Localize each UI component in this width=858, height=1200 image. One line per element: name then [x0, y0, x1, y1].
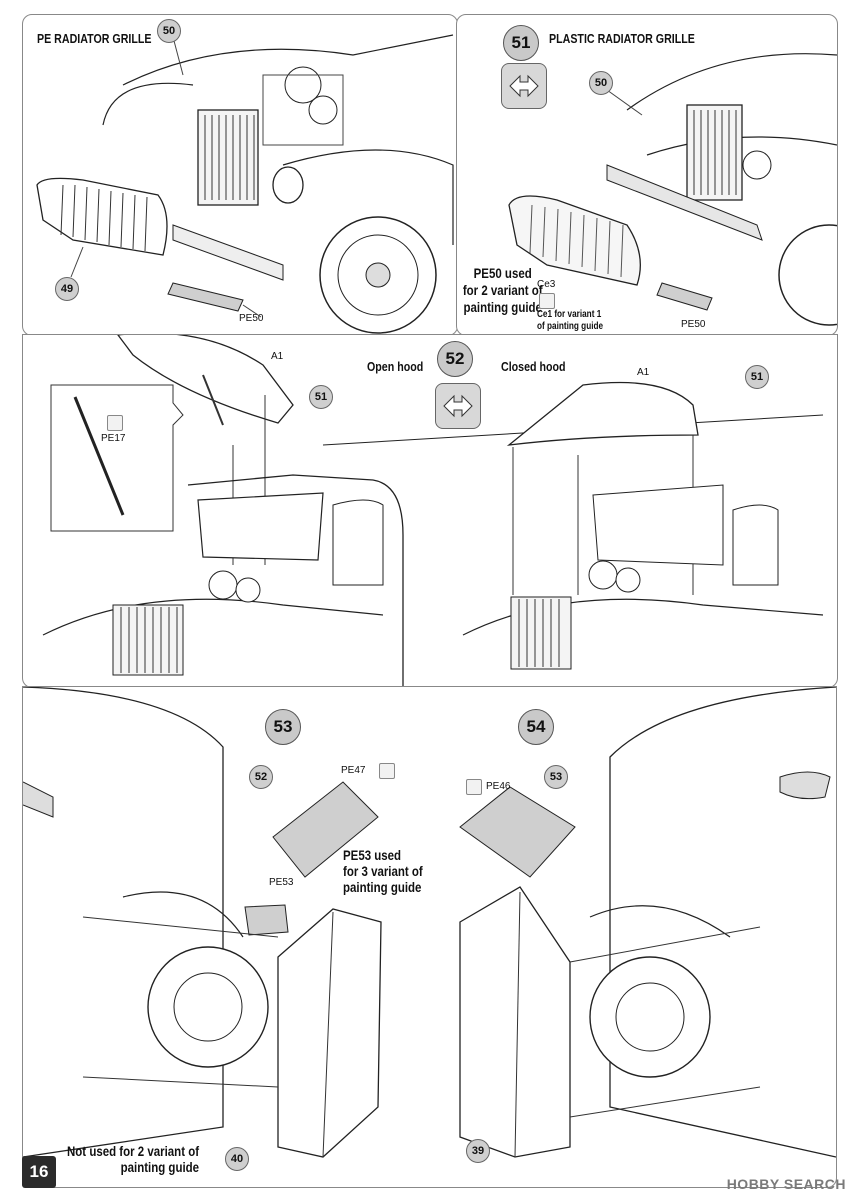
watermark-hobby-search: HOBBY SEARCH [726, 1176, 846, 1192]
note-line-1: PE50 used [473, 265, 532, 281]
label-closed-hood: Closed hood [501, 359, 566, 374]
part-label-pe47: PE47 [341, 765, 366, 776]
pe-sheet-icon [107, 415, 123, 431]
note-line-2: for 2 variant of [462, 282, 543, 298]
hood-assembly-illustration [42, 335, 824, 687]
part-label-a1-left: A1 [271, 351, 284, 362]
step-number-51: 51 [503, 25, 539, 61]
panel-pe-radiator-grille: PE RADIATOR GRILLE 50 49 PE50 [22, 14, 458, 336]
footnote-line-2: painting guide [120, 1159, 200, 1175]
footnote-line-1: Not used for 2 variant of [67, 1143, 200, 1159]
cab-door-illustration-54 [459, 687, 836, 1158]
variant-swap-icon [501, 63, 547, 109]
step-number-52: 52 [437, 341, 473, 377]
ce1-note-line-2: of painting guide [537, 321, 604, 332]
panel-hood-options: A1 51 PE17 Open hood 52 Closed hood A1 5… [22, 334, 838, 688]
pe-sheet-icon [466, 779, 482, 795]
panel-step-53: 53 52 PE47 PE53 used for 3 variant of pa… [22, 686, 441, 1188]
part-callout-49: 49 [55, 277, 79, 301]
part-callout-39: 39 [466, 1139, 490, 1163]
title-pe-radiator-grille: PE RADIATOR GRILLE [37, 31, 152, 46]
part-callout-51-right: 51 [745, 365, 769, 389]
part-label-pe17: PE17 [101, 433, 126, 444]
title-plastic-radiator-grille: PLASTIC RADIATOR GRILLE [549, 31, 695, 46]
cab-door-illustration-53 [23, 687, 382, 1158]
part-label-pe50: PE50 [239, 313, 264, 324]
step-number-54: 54 [518, 709, 554, 745]
label-open-hood: Open hood [367, 359, 424, 374]
part-label-pe46: PE46 [486, 781, 511, 792]
note-pe50-variant: PE50 used for 2 variant of painting guid… [457, 265, 572, 316]
part-callout-50: 50 [157, 19, 181, 43]
pe-sheet-icon [379, 763, 395, 779]
truck-front-illustration [36, 34, 454, 334]
part-callout-52: 52 [249, 765, 273, 789]
part-label-pe50: PE50 [681, 319, 706, 330]
note-line-1: PE53 used [343, 847, 402, 863]
truck-front-plastic-grille-illustration [508, 53, 837, 326]
part-label-pe53: PE53 [269, 877, 294, 888]
part-callout-53: 53 [544, 765, 568, 789]
step-number-53: 53 [265, 709, 301, 745]
note-line-3: painting guide [343, 879, 422, 895]
footnote-not-used: Not used for 2 variant of painting guide [67, 1143, 199, 1175]
part-callout-50: 50 [589, 71, 613, 95]
note-ce1-variant: Ce1 for variant 1 of painting guide [537, 309, 603, 333]
sprue-icon [539, 293, 555, 309]
part-callout-51-left: 51 [309, 385, 333, 409]
note-pe53-variant: PE53 used for 3 variant of painting guid… [343, 847, 423, 895]
panel-plastic-radiator-grille: 51 PLASTIC RADIATOR GRILLE 50 PE50 used … [456, 14, 838, 336]
ce1-note-line-1: Ce1 for variant 1 [537, 309, 602, 320]
part-label-ce3: Ce3 [537, 279, 556, 290]
part-label-a1-right: A1 [637, 367, 650, 378]
part-callout-40: 40 [225, 1147, 249, 1171]
page-number: 16 [22, 1156, 56, 1188]
variant-swap-icon [435, 383, 481, 429]
note-line-2: for 3 variant of [343, 863, 423, 879]
note-line-3: painting guide [463, 299, 542, 315]
panel-step-54: 54 53 PE46 39 [440, 686, 837, 1188]
